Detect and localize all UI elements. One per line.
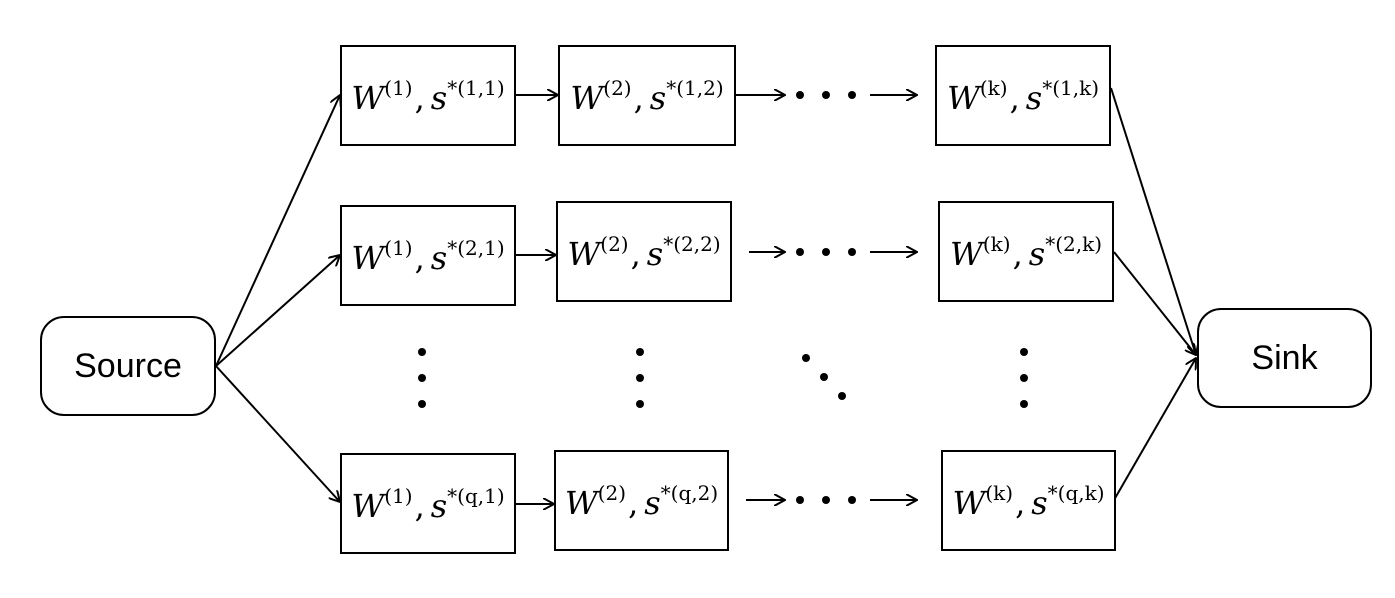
diagonal-ellipsis-dot — [802, 354, 810, 362]
box-formula: W(1),s*(q,1) — [351, 483, 505, 525]
source-label: Source — [74, 346, 182, 385]
vertical-ellipsis-dot — [1020, 348, 1028, 356]
box-row1-colk: W(k),s*(1,k) — [935, 45, 1111, 146]
box-rowq-colk: W(k),s*(q,k) — [941, 450, 1116, 551]
source-node: Source — [40, 316, 216, 416]
edge-source-row1 — [215, 95, 340, 367]
box-row1-col1: W(1),s*(1,1) — [340, 45, 516, 146]
vertical-ellipsis-dot — [418, 348, 426, 356]
vertical-ellipsis-dot — [418, 400, 426, 408]
edge-source-rowq — [215, 365, 340, 502]
box-formula: W(2),s*(q,2) — [564, 480, 719, 522]
ellipsis-dot — [822, 248, 830, 256]
ellipsis-dot — [796, 91, 804, 99]
edge-row1-sink — [1110, 87, 1196, 355]
box-row2-col1: W(1),s*(2,1) — [340, 205, 516, 306]
ellipsis-dot — [796, 496, 804, 504]
ellipsis-dot — [822, 91, 830, 99]
vertical-ellipsis-dot — [636, 400, 644, 408]
box-rowq-col1: W(1),s*(q,1) — [340, 453, 516, 554]
edge-source-row2 — [215, 255, 340, 367]
box-formula: W(2),s*(1,2) — [570, 75, 724, 117]
box-formula: W(1),s*(1,1) — [351, 75, 505, 117]
box-formula: W(k),s*(q,k) — [952, 480, 1105, 522]
box-formula: W(k),s*(1,k) — [946, 75, 1100, 117]
sink-node: Sink — [1197, 308, 1372, 408]
vertical-ellipsis-dot — [1020, 400, 1028, 408]
edge-row2-sink — [1113, 251, 1196, 355]
vertical-ellipsis-dot — [636, 348, 644, 356]
box-row2-col2: W(2),s*(2,2) — [556, 201, 732, 302]
vertical-ellipsis-dot — [1020, 374, 1028, 382]
box-formula: W(2),s*(2,2) — [567, 231, 721, 273]
ellipsis-dot — [848, 248, 856, 256]
ellipsis-dot — [848, 496, 856, 504]
diagonal-ellipsis-dot — [820, 373, 828, 381]
box-row1-col2: W(2),s*(1,2) — [558, 45, 736, 146]
box-rowq-col2: W(2),s*(q,2) — [554, 450, 729, 551]
vertical-ellipsis-dot — [636, 374, 644, 382]
sink-label: Sink — [1251, 338, 1318, 377]
ellipsis-dot — [796, 248, 804, 256]
edge-rowq-sink — [1113, 358, 1196, 501]
vertical-ellipsis-dot — [418, 374, 426, 382]
box-row2-colk: W(k),s*(2,k) — [938, 201, 1114, 302]
box-formula: W(1),s*(2,1) — [351, 235, 505, 277]
ellipsis-dot — [822, 496, 830, 504]
box-formula: W(k),s*(2,k) — [949, 231, 1103, 273]
diagonal-ellipsis-dot — [838, 392, 846, 400]
ellipsis-dot — [848, 91, 856, 99]
